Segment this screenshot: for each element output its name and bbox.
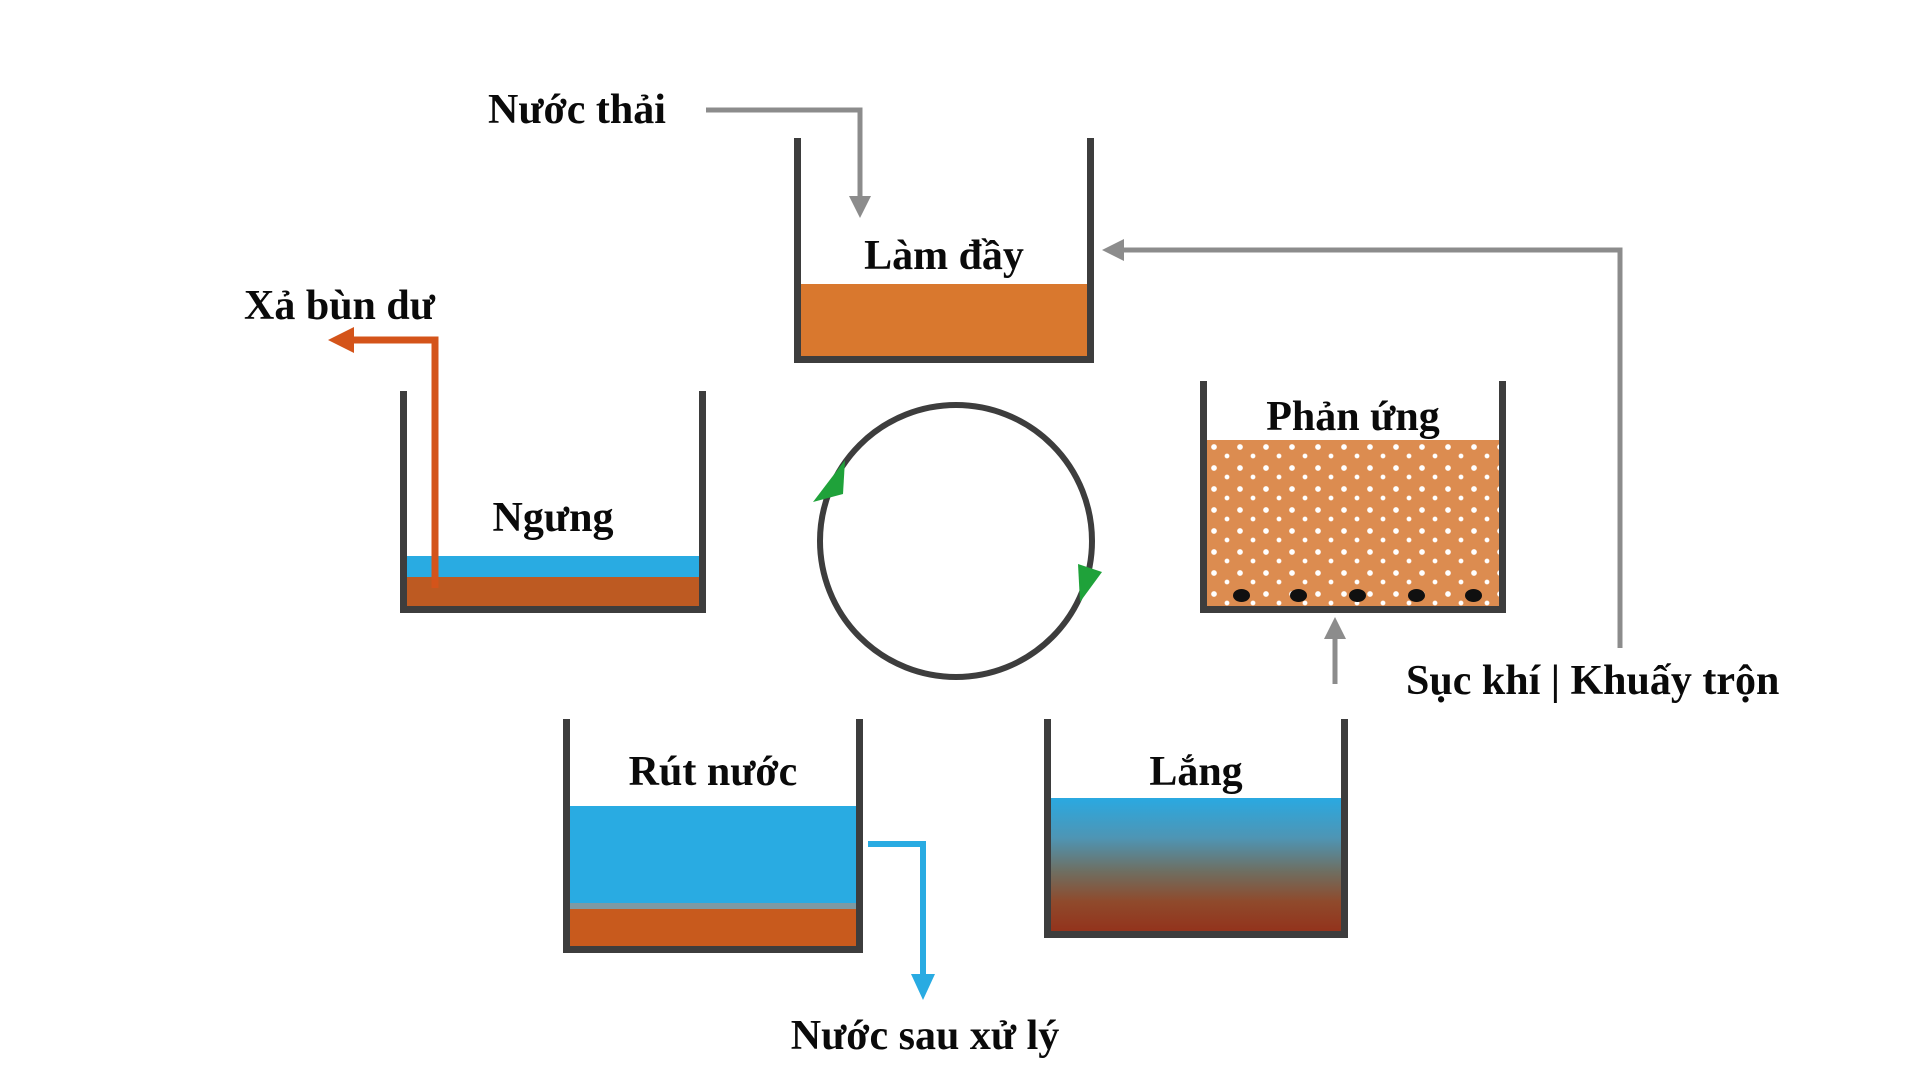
diffuser-icon: [1290, 589, 1307, 602]
fill-tank-liquid: [801, 284, 1087, 356]
idle-tank-water-layer: [407, 556, 699, 577]
idle-tank-sludge-layer: [407, 577, 699, 606]
cycle-arrow-up-icon: [813, 460, 845, 502]
arrow-up-icon: [1324, 617, 1346, 639]
diffuser-icon: [1233, 589, 1250, 602]
idle-tank: Ngưng: [400, 391, 706, 613]
cycle-arrow-down-icon: [1078, 564, 1102, 602]
settle-tank-liquid: [1051, 798, 1341, 931]
aeration-arrow: [1324, 617, 1346, 684]
effluent-arrow: [868, 841, 935, 1000]
effluent-label: Nước sau xử lý: [790, 1013, 1060, 1059]
idle-tank-label: Ngưng: [492, 495, 614, 541]
decant-tank-layer-divider: [570, 903, 856, 909]
fill-tank-label: Làm đầy: [864, 233, 1024, 279]
settle-tank: Lắng: [1044, 719, 1348, 938]
decant-tank-sludge-layer: [570, 909, 856, 946]
diffuser-icon: [1408, 589, 1425, 602]
decant-tank: Rút nước: [563, 719, 863, 953]
arrow-down-icon: [911, 974, 935, 1000]
decant-tank-water-layer: [570, 806, 856, 903]
aeration-label: Sục khí | Khuấy trộn: [1406, 658, 1780, 704]
decant-tank-label: Rút nước: [628, 749, 798, 795]
diffuser-icon: [1465, 589, 1482, 602]
react-tank: Phản ứng: [1200, 381, 1506, 613]
fill-tank: Làm đầy: [794, 138, 1094, 363]
arrow-left-icon: [328, 327, 354, 353]
cycle-circle: [813, 402, 1102, 680]
react-tank-label: Phản ứng: [1266, 394, 1440, 440]
react-tank-liquid: [1207, 440, 1499, 606]
diffuser-icon: [1349, 589, 1366, 602]
settle-tank-label: Lắng: [1149, 749, 1243, 795]
arrow-left-icon: [1102, 239, 1124, 261]
influent-label: Nước thải: [488, 87, 666, 133]
sludge-label: Xả bùn dư: [244, 283, 435, 329]
